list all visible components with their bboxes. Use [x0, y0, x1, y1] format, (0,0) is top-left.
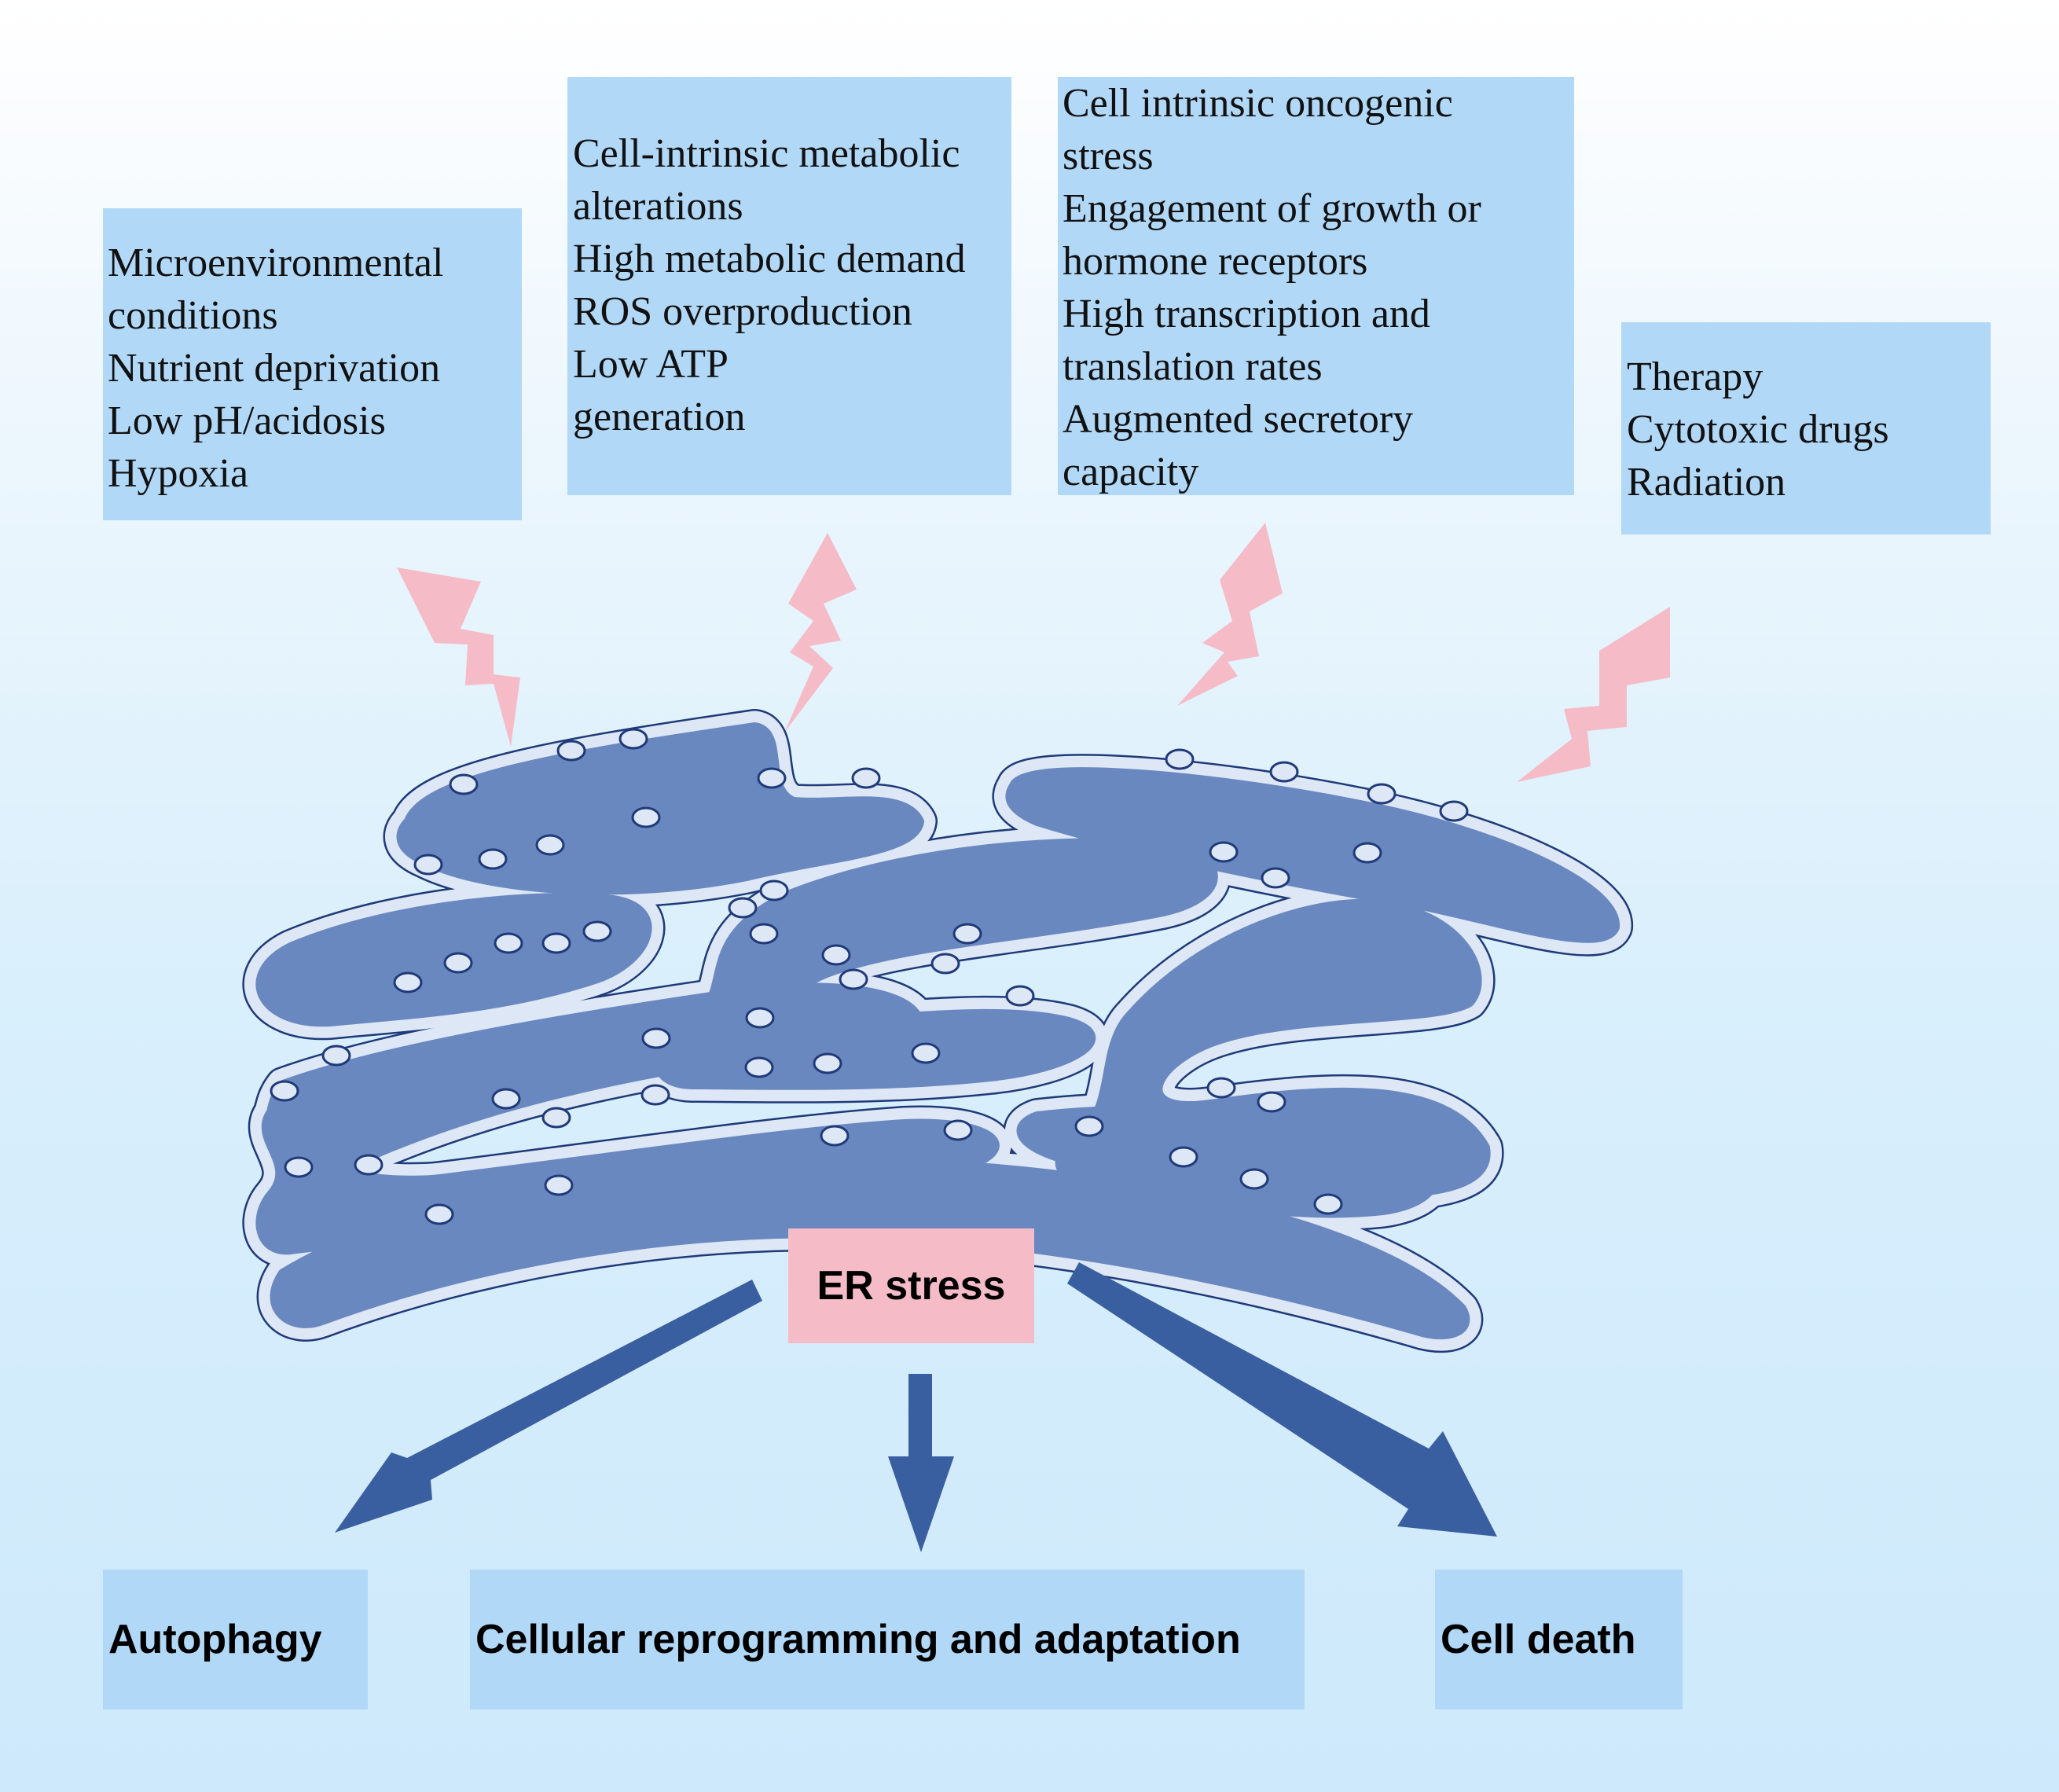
ribosome-icon: [640, 1084, 670, 1106]
stressor-line: Low pH/acidosis: [108, 398, 386, 443]
stressor-line: Cytotoxic drugs: [1627, 407, 1889, 452]
stressor-line: hormone receptors: [1063, 239, 1368, 284]
ribosome-icon: [749, 923, 779, 945]
ribosome-icon: [1352, 842, 1382, 864]
stressor-line: alterations: [573, 184, 743, 229]
stressor-box-microenvironment: Microenvironmental conditions Nutrient d…: [103, 208, 522, 520]
ribosome-icon: [1439, 800, 1469, 822]
stressor-line: High metabolic demand: [573, 237, 966, 281]
stressor-line: capacity: [1063, 450, 1199, 494]
ribosome-icon: [284, 1156, 314, 1178]
ribosome-icon: [1239, 1168, 1269, 1190]
outcome-box-reprogramming: Cellular reprogramming and adaptation: [470, 1570, 1305, 1709]
ribosome-icon: [641, 1027, 671, 1049]
ribosome-icon: [1261, 867, 1290, 889]
stressor-line: stress: [1063, 134, 1154, 178]
stressor-line: Therapy: [1627, 354, 1764, 399]
ribosome-icon: [1206, 1077, 1236, 1099]
stressor-line: Cell intrinsic oncogenic: [1063, 81, 1453, 126]
stressor-line: High transcription and: [1063, 292, 1430, 336]
ribosome-icon: [1209, 841, 1239, 863]
ribosome-icon: [321, 1045, 351, 1067]
ribosome-icon: [270, 1080, 299, 1102]
stressor-box-oncogenic: Cell intrinsic oncogenic stress Engageme…: [1058, 77, 1574, 495]
ribosome-icon: [759, 879, 789, 902]
ribosome-icon: [393, 971, 423, 993]
ribosome-icon: [582, 920, 612, 942]
ribosome-icon: [413, 854, 443, 876]
er-stress-text: ER stress: [817, 1263, 1006, 1309]
ribosome-group: [270, 728, 1469, 1225]
lightning-bolt-icon: [1177, 523, 1283, 706]
ribosome-icon: [544, 1174, 574, 1196]
ribosome-icon: [541, 932, 571, 954]
ribosome-icon: [494, 932, 523, 954]
stressor-line: Microenvironmental: [108, 241, 444, 285]
ribosome-icon: [1269, 761, 1299, 783]
ribosome-icon: [556, 740, 586, 762]
outcome-label: Cellular reprogramming and adaptation: [475, 1617, 1241, 1662]
stressor-box-metabolic: Cell-intrinsic metabolic alterations Hig…: [567, 77, 1011, 495]
ribosome-icon: [1005, 985, 1035, 1007]
ribosome-icon: [491, 1088, 521, 1110]
stressor-line: translation rates: [1063, 344, 1323, 389]
ribosome-icon: [745, 1007, 775, 1029]
stressor-line: Nutrient deprivation: [108, 346, 441, 391]
stressor-line: conditions: [108, 293, 278, 338]
stressor-line: Hypoxia: [108, 451, 249, 496]
stressor-line: Augmented secretory: [1063, 397, 1414, 442]
lightning-bolt-icon: [1517, 607, 1670, 782]
stressor-line: Engagement of growth or: [1063, 186, 1481, 231]
ribosome-icon: [820, 1125, 850, 1147]
ribosome-icon: [1074, 1115, 1104, 1137]
arrow-to-autophagy: [335, 1280, 762, 1533]
stressor-line: Cell-intrinsic metabolic: [573, 131, 960, 176]
ribosome-icon: [424, 1203, 454, 1225]
ribosome-icon: [541, 1107, 571, 1129]
ribosome-icon: [821, 944, 851, 966]
ribosome-icon: [1257, 1091, 1286, 1113]
ribosome-icon: [851, 767, 881, 789]
stressor-box-therapy: Therapy Cytotoxic drugs Radiation: [1621, 322, 1991, 534]
er-stress-label: ER stress: [788, 1228, 1034, 1343]
ribosome-icon: [1165, 748, 1195, 770]
ribosome-icon: [757, 767, 787, 789]
ribosome-icon: [449, 773, 479, 795]
stressor-line: Low ATP: [573, 342, 729, 387]
stressor-line: generation: [573, 395, 746, 439]
ribosome-icon: [813, 1052, 842, 1074]
ribosome-icon: [1169, 1146, 1198, 1168]
ribosome-icon: [631, 806, 661, 828]
lightning-bolt-icon: [784, 533, 857, 733]
outcome-box-cell-death: Cell death: [1435, 1570, 1683, 1709]
ribosome-icon: [839, 968, 868, 990]
outcome-box-autophagy: Autophagy: [103, 1570, 368, 1709]
arrow-to-cell-death: [1067, 1262, 1497, 1537]
ribosome-icon: [728, 897, 758, 919]
ribosome-icon: [952, 923, 982, 945]
arrow-to-reprogramming: [888, 1374, 954, 1552]
ribosome-icon: [443, 952, 473, 974]
outcome-label: Cell death: [1441, 1617, 1636, 1662]
ribosome-icon: [1313, 1193, 1343, 1215]
ribosome-icon: [943, 1119, 973, 1141]
ribosome-icon: [744, 1056, 774, 1078]
ribosome-icon: [535, 834, 565, 856]
ribosome-icon: [354, 1154, 384, 1176]
stressor-line: Radiation: [1627, 460, 1786, 505]
outcome-label: Autophagy: [108, 1617, 322, 1662]
ribosome-icon: [618, 728, 648, 750]
lightning-bolt-icon: [397, 567, 520, 747]
stressor-line: ROS overproduction: [573, 289, 912, 334]
ribosome-icon: [1367, 783, 1397, 805]
ribosome-icon: [930, 953, 960, 975]
ribosome-icon: [911, 1042, 941, 1064]
ribosome-icon: [478, 848, 508, 870]
